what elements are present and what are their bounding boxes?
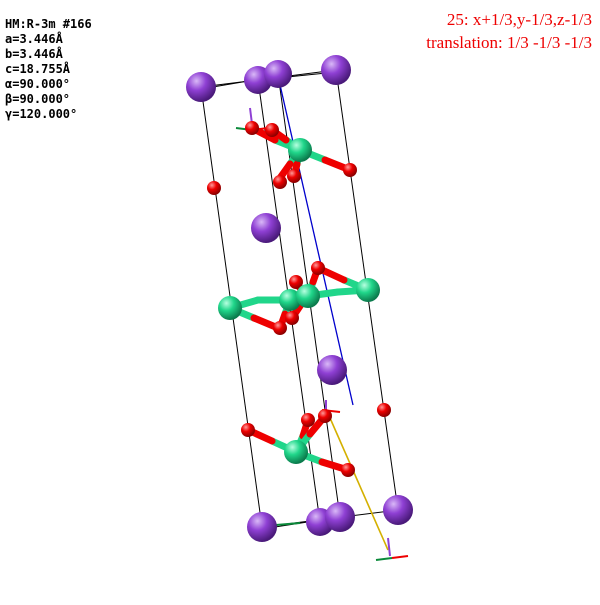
nickel-atoms bbox=[218, 138, 380, 464]
atom-ni[interactable] bbox=[296, 284, 320, 308]
symmetry-operation-label: 25: x+1/3,y-1/3,z-1/3 bbox=[446, 10, 592, 29]
potassium-atoms bbox=[186, 55, 413, 542]
angle-beta-label: β=90.000° bbox=[5, 92, 71, 106]
atom-o[interactable] bbox=[207, 181, 221, 195]
atom-o[interactable] bbox=[273, 175, 287, 189]
atom-k[interactable] bbox=[325, 502, 355, 532]
angle-gamma-label: γ=120.000° bbox=[5, 107, 78, 121]
atom-o[interactable] bbox=[265, 123, 279, 137]
atom-o[interactable] bbox=[273, 321, 287, 335]
atom-k[interactable] bbox=[383, 495, 413, 525]
symmetry-operation-info: 25: x+1/3,y-1/3,z-1/3 translation: 1/3 -… bbox=[426, 8, 592, 54]
axis-marker-bottom bbox=[275, 522, 409, 561]
lattice-c-label: c=18.755Å bbox=[5, 62, 71, 76]
atom-o[interactable] bbox=[318, 409, 332, 423]
atom-ni[interactable] bbox=[356, 278, 380, 302]
atom-o[interactable] bbox=[241, 423, 255, 437]
atom-o[interactable] bbox=[285, 311, 299, 325]
angle-alpha-label: α=90.000° bbox=[5, 77, 71, 91]
unit-cell-info: HM:R-3m #166 a=3.446Å b=3.446Å c=18.755Å… bbox=[5, 17, 92, 122]
lattice-b-label: b=3.446Å bbox=[5, 47, 63, 61]
translation-label: translation: 1/3 -1/3 -1/3 bbox=[426, 33, 592, 52]
atom-o[interactable] bbox=[343, 163, 357, 177]
atom-o[interactable] bbox=[287, 169, 301, 183]
c-axis-line bbox=[277, 75, 354, 406]
space-group-label: HM:R-3m #166 bbox=[5, 17, 92, 31]
atom-ni[interactable] bbox=[288, 138, 312, 162]
atom-k[interactable] bbox=[321, 55, 351, 85]
atom-ni[interactable] bbox=[284, 440, 308, 464]
atom-k[interactable] bbox=[251, 213, 281, 243]
translation-vector bbox=[329, 417, 389, 551]
atom-o[interactable] bbox=[341, 463, 355, 477]
atom-ni[interactable] bbox=[218, 296, 242, 320]
atom-o[interactable] bbox=[245, 121, 259, 135]
atom-k[interactable] bbox=[186, 72, 216, 102]
atom-o[interactable] bbox=[301, 413, 315, 427]
atom-k[interactable] bbox=[247, 512, 277, 542]
atom-o[interactable] bbox=[311, 261, 325, 275]
lattice-a-label: a=3.446Å bbox=[5, 32, 63, 46]
atom-k[interactable] bbox=[317, 355, 347, 385]
atom-o[interactable] bbox=[289, 275, 303, 289]
atom-o[interactable] bbox=[377, 403, 391, 417]
oxygen-atoms bbox=[207, 121, 391, 477]
atom-ni[interactable] bbox=[279, 289, 301, 311]
atom-k[interactable] bbox=[264, 60, 292, 88]
